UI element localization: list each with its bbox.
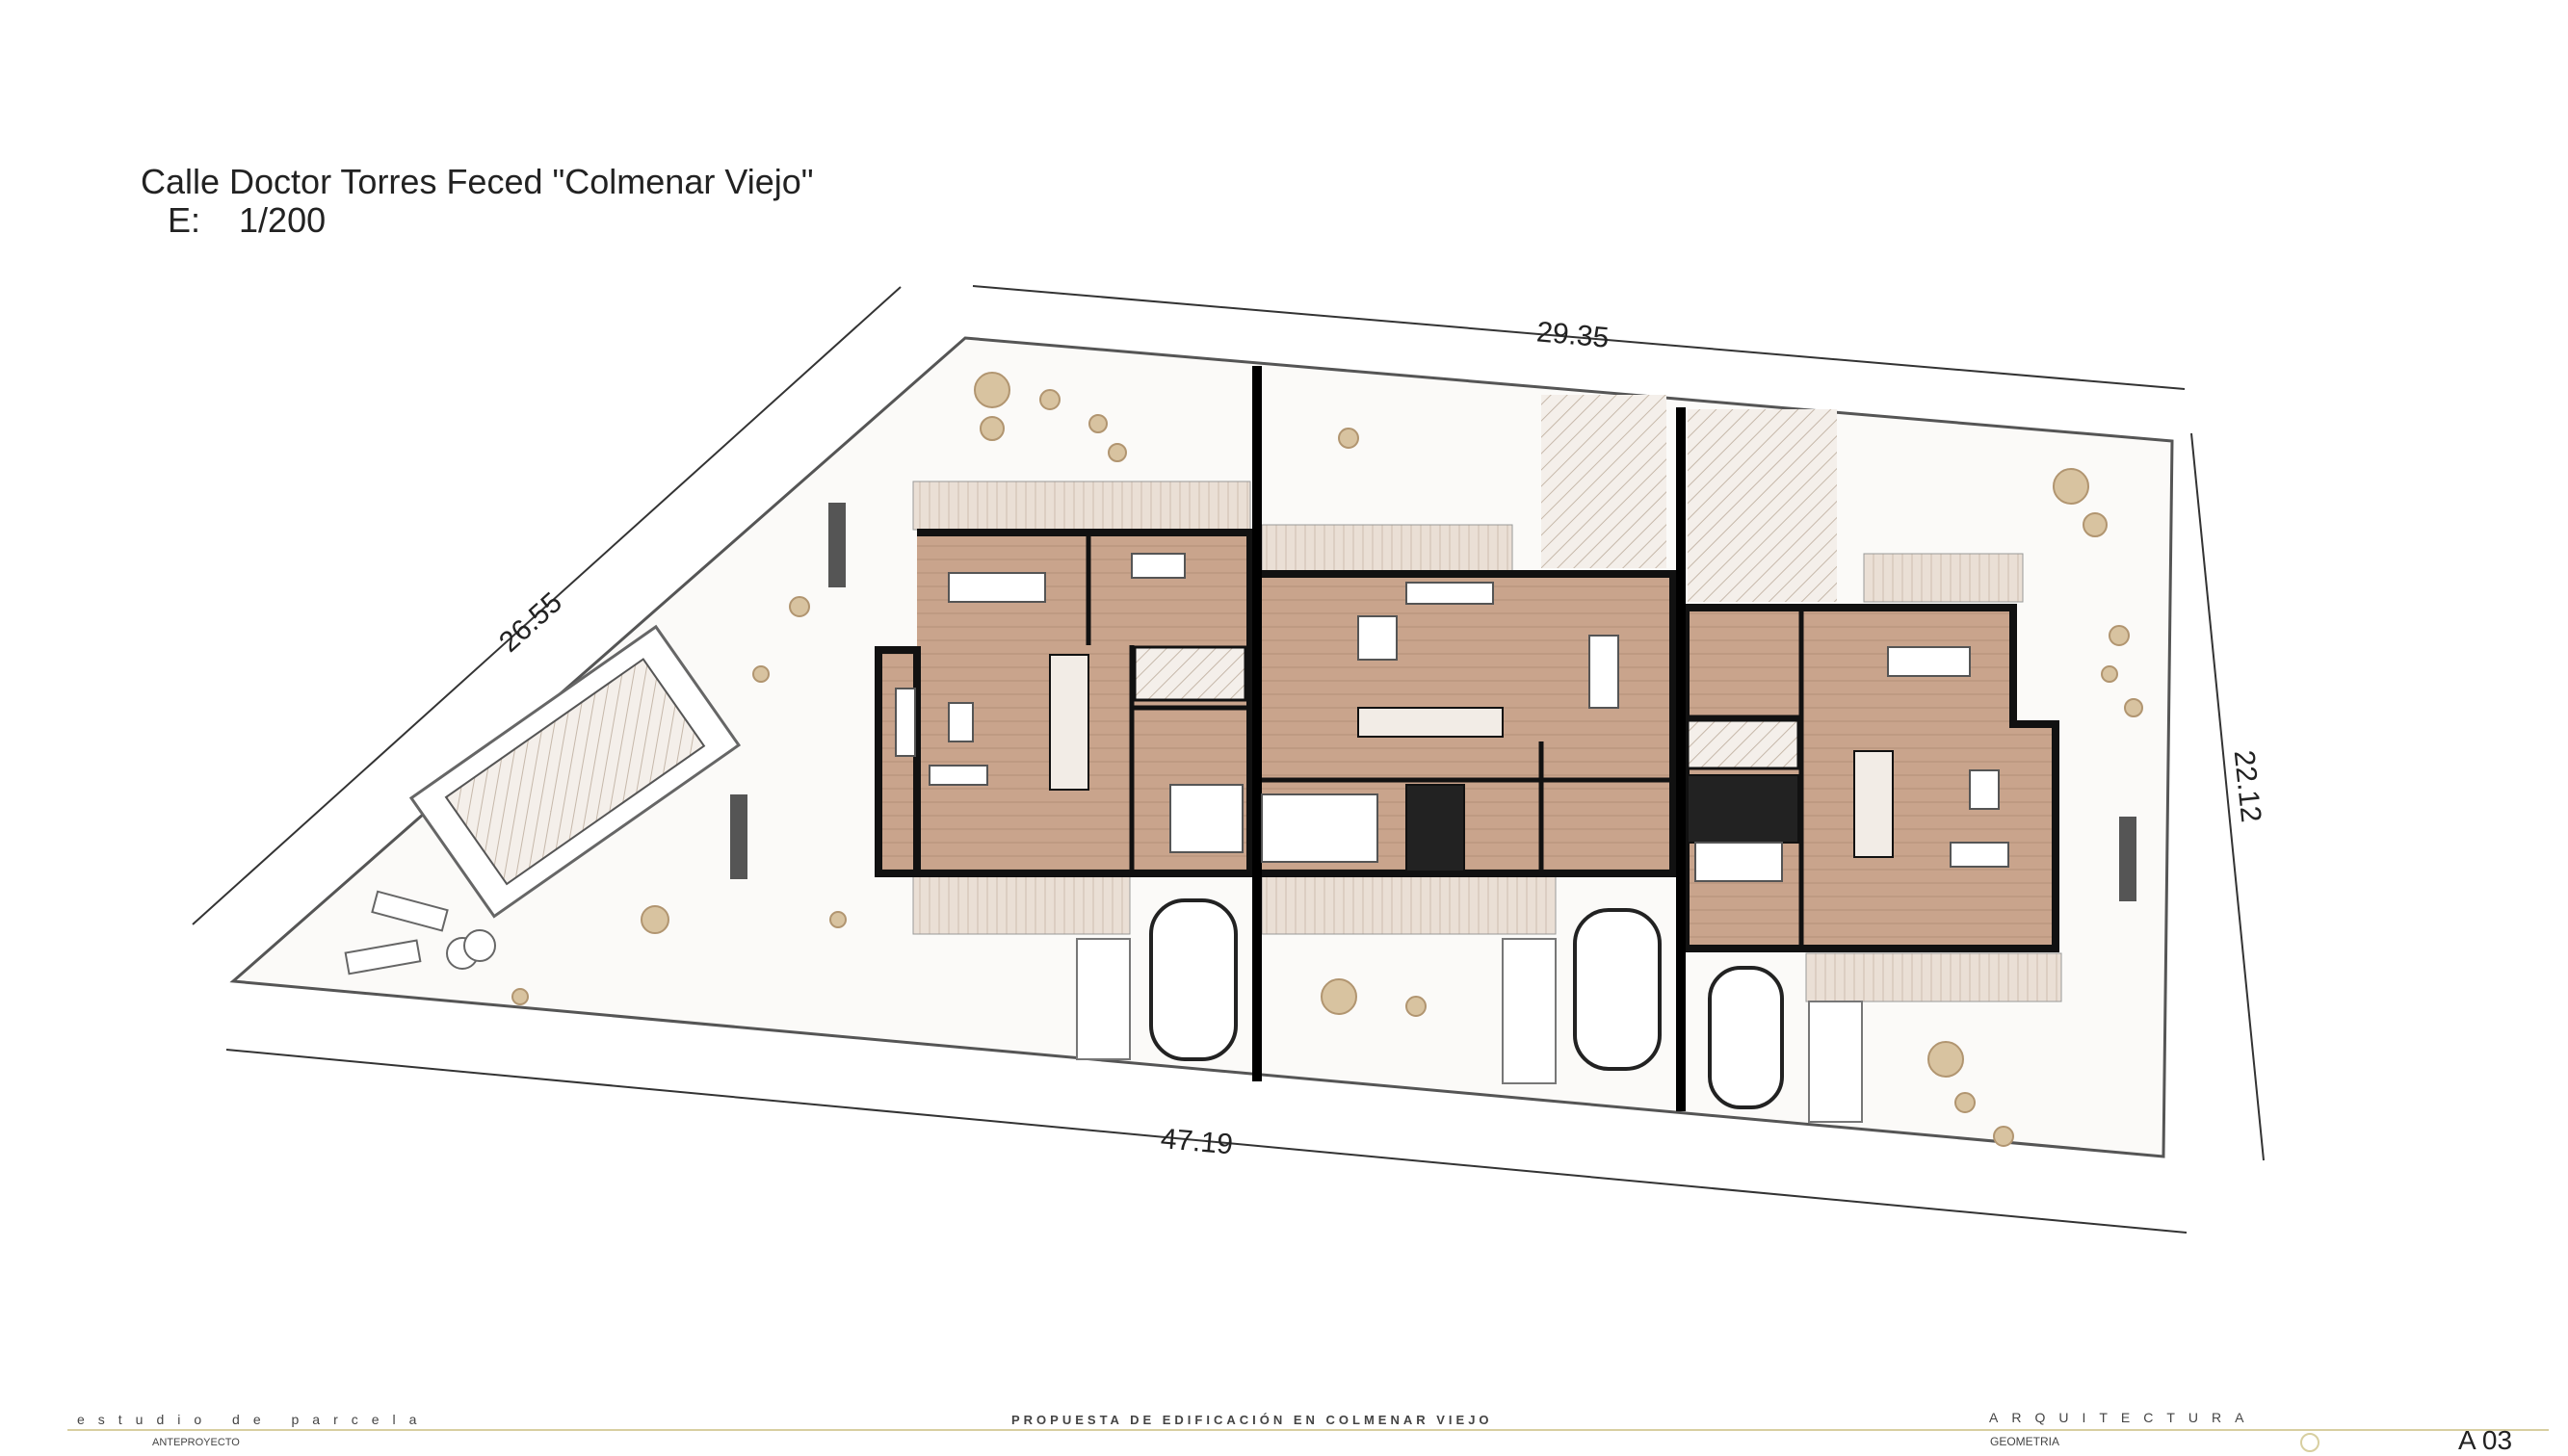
swimming-pool: [408, 624, 742, 919]
terrace: [1261, 875, 1557, 935]
dimension-bottom: 47.19: [1160, 1123, 1235, 1160]
north-arrow-icon: [2300, 1433, 2319, 1452]
bench: [730, 794, 747, 879]
scale-value: 1/200: [239, 200, 327, 240]
terrace: [912, 875, 1131, 935]
bench: [2119, 817, 2136, 901]
scale-label: E: 1/200: [168, 200, 326, 241]
footer-sheet-topic: GEOMETRIA: [1990, 1435, 2060, 1448]
plan-title: Calle Doctor Torres Feced "Colmenar Viej…: [141, 162, 814, 201]
vegetation: [511, 372, 2143, 1147]
footer-discipline: ARQUITECTURA: [1989, 1410, 2258, 1425]
driveways: [1076, 938, 1863, 1123]
sun-loungers: [344, 890, 496, 975]
patio: [1688, 409, 1837, 602]
house-1: [875, 529, 1254, 877]
dimension-top: 29.35: [1535, 316, 1611, 353]
footer-project: PROPUESTA DE EDIFICACIÓN EN COLMENAR VIE…: [1011, 1413, 1493, 1427]
footer-divider: [67, 1429, 2549, 1431]
footer-sheet-number: A 03: [2458, 1425, 2513, 1455]
terrace: [1863, 553, 2024, 603]
footer-phase: ANTEPROYECTO: [152, 1437, 240, 1448]
dimension-lines: [192, 285, 2265, 1234]
terrace: [1805, 952, 2062, 1002]
cars: [1149, 898, 1784, 1109]
terrace: [1261, 524, 1513, 574]
scale-prefix: E:: [168, 200, 201, 240]
house-3: [1682, 604, 2059, 952]
bench: [828, 503, 846, 587]
footer-studio: estudio de parcela: [77, 1412, 431, 1427]
patio: [1541, 395, 1666, 568]
furniture: [895, 553, 2009, 882]
dimension-right: 22.12: [2228, 749, 2267, 824]
terrace: [912, 481, 1251, 531]
